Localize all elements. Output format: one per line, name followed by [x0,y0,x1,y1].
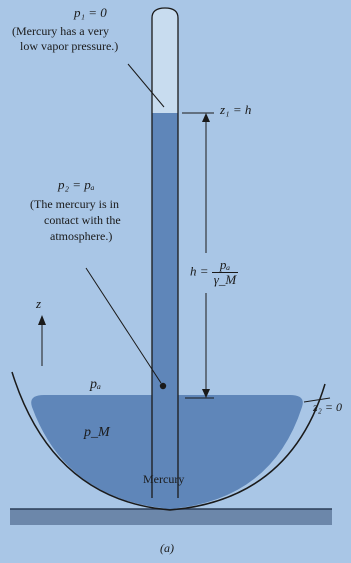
h-fraction: pₐ γ_M [211,258,239,287]
z-axis-arrow-icon [38,315,46,325]
p2-note-line1: (The mercury is in [30,197,119,211]
z-axis-label: z [36,296,42,311]
p2-label: p₂ = pₐ [58,177,95,192]
h-formula: h = pₐ γ_M [188,256,241,289]
tube-mercury-column [152,113,178,498]
z1-label: z₁ = h [220,102,252,117]
ground-base [10,509,332,525]
h-fraction-numerator: pₐ [211,258,239,273]
tube-walls [151,7,179,498]
p2-note-line2: contact with the [44,213,121,227]
h-arrow-down-icon [202,389,210,398]
pa-label: pₐ [90,377,102,392]
z2-leader [303,397,331,403]
p2-note-line3: atmosphere.) [50,229,113,243]
z2-label: z₂ = 0 [313,400,342,414]
h-arrow-up-icon [202,113,210,122]
point-2-dot [159,382,167,390]
p1-leader [127,63,165,108]
h-fraction-denominator: γ_M [213,272,237,287]
p1-note-line2: low vapor pressure.) [20,39,119,53]
basin-outline [11,371,326,511]
h-formula-lhs: h = [190,263,209,279]
figure-caption: (a) [160,541,174,555]
mercury-label: Mercury [143,472,185,486]
p1-note-line1: (Mercury has a very [12,24,109,38]
pM-label: p_M [84,425,110,440]
p1-label: p₁ = 0 [74,5,107,20]
p2-leader [85,267,162,384]
